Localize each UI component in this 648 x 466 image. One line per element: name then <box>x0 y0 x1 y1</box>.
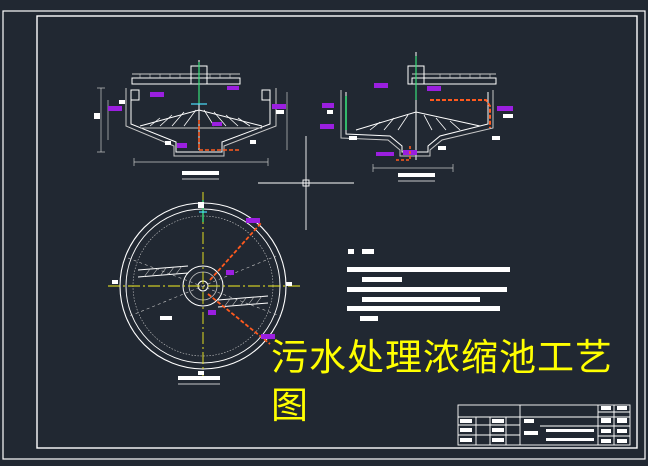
sheet-outer-border <box>2 10 646 460</box>
section-left-pipes <box>191 62 240 151</box>
section-right-annotations <box>320 83 513 156</box>
section-view-right <box>340 52 497 172</box>
section-left-caption-bar <box>182 171 219 175</box>
section-right-pipes <box>345 56 491 161</box>
cad-crosshair-cursor <box>258 136 354 230</box>
drawing-title: 污水处理浓缩池工艺图 <box>271 336 613 427</box>
title-block-fills <box>460 406 627 443</box>
section-left-annotations <box>94 86 286 148</box>
section-right-caption-bar <box>398 173 435 177</box>
sheet-inner-border <box>36 15 638 449</box>
plan-view-annotations <box>112 202 292 375</box>
title-block <box>457 404 631 446</box>
design-notes-block <box>347 249 510 321</box>
plan-view-caption-bar <box>178 376 220 380</box>
section-view-left <box>97 60 288 166</box>
plan-view-circle <box>108 192 300 378</box>
